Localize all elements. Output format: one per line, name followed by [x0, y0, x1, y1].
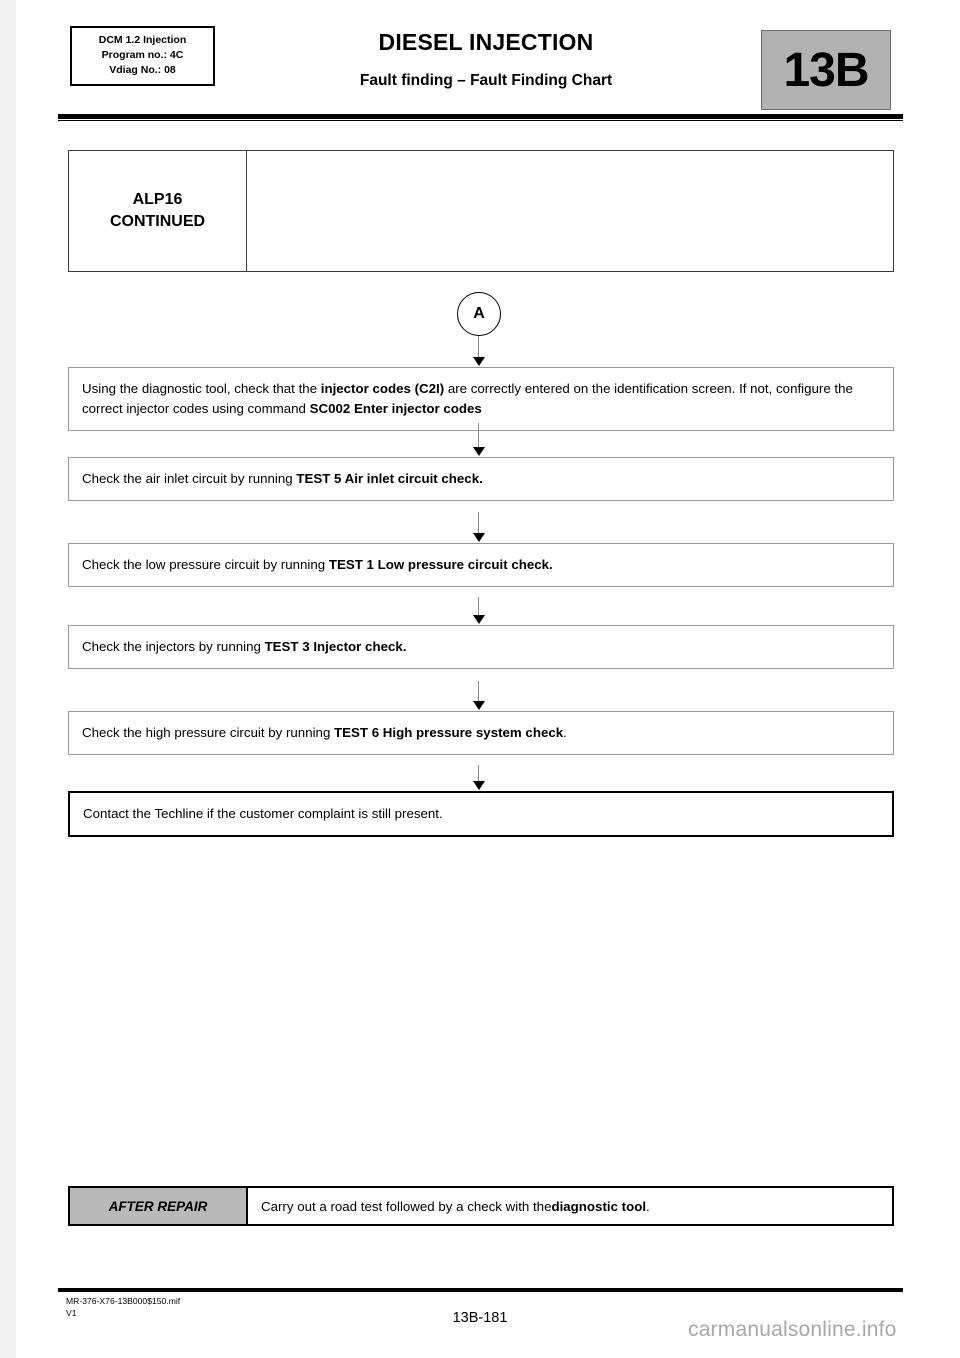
emphasised-text: TEST 5 Air inlet circuit check.: [296, 471, 483, 486]
flow-arrow-icon: [473, 781, 485, 790]
emphasised-text: SC002 Enter injector codes: [309, 401, 482, 417]
vdiag-number: Vdiag No.: 08: [109, 63, 176, 76]
flow-connector-line: [478, 336, 480, 358]
header-divider-thin: [58, 120, 903, 121]
page-subtitle: Fault finding – Fault Finding Chart: [359, 72, 613, 90]
document-reference: MR-376-X76-13B000$150.mif: [66, 1296, 181, 1306]
emphasised-text: TEST 3 Injector check.: [264, 639, 407, 654]
plain-text: Check the low pressure circuit by runnin…: [82, 557, 329, 572]
emphasised-text: diagnostic tool: [551, 1198, 647, 1214]
plain-text: Check the injectors by running: [82, 639, 265, 654]
flow-connector-line: [478, 597, 480, 616]
emphasised-text: TEST 1 Low pressure circuit check.: [328, 557, 553, 572]
plain-text: Check the air inlet circuit by running: [82, 471, 297, 486]
flow-arrow-icon: [473, 615, 485, 624]
after-repair-label: AFTER REPAIR: [70, 1188, 248, 1224]
footer-divider: [58, 1288, 903, 1292]
flow-arrow-icon: [473, 701, 485, 710]
plain-text: Check the high pressure circuit by runni…: [82, 725, 335, 740]
section-badge: 13B: [761, 30, 891, 110]
flow-connector-line: [478, 765, 480, 782]
program-number: Program no.: 4C: [101, 48, 184, 61]
plain-text: .: [563, 725, 567, 740]
header-divider: [58, 114, 903, 119]
after-repair-bar: AFTER REPAIR Carry out a road test follo…: [68, 1186, 894, 1226]
emphasised-text: injector codes (C2I): [320, 381, 445, 396]
chart-label-line2: CONTINUED: [109, 213, 206, 230]
step-contact-techline: Contact the Techline if the customer com…: [68, 791, 894, 838]
footer-metadata: MR-376-X76-13B000$150.mif V1: [66, 1295, 180, 1320]
plain-text: Using the diagnostic tool, check that th…: [82, 381, 321, 396]
connector-node-a: A: [457, 292, 501, 336]
chart-header-box: ALP16 CONTINUED: [68, 150, 894, 272]
watermark: carmanualsonline.info: [688, 1318, 897, 1341]
step-injector-codes: Using the diagnostic tool, check that th…: [68, 367, 894, 432]
flow-connector-line: [478, 681, 480, 702]
after-repair-text: Carry out a road test followed by a chec…: [248, 1188, 892, 1224]
page-header: DCM 1.2 Injection Program no.: 4C Vdiag …: [0, 0, 960, 130]
system-name: DCM 1.2 Injection: [98, 34, 187, 46]
emphasised-text: TEST 6 High pressure system check: [334, 725, 564, 740]
flow-connector-line: [478, 423, 480, 448]
flow-connector-line: [478, 512, 480, 534]
flow-arrow-icon: [473, 447, 485, 456]
document-version: V1: [66, 1308, 77, 1319]
flow-arrow-icon: [473, 357, 485, 366]
plain-text: Contact the Techline if the customer com…: [83, 806, 443, 821]
page-number: 13B-181: [452, 1310, 508, 1326]
step-high-pressure: Check the high pressure circuit by runni…: [68, 711, 894, 756]
chart-label-line1: ALP16: [132, 191, 183, 209]
system-identification-box: DCM 1.2 Injection Program no.: 4C Vdiag …: [70, 26, 215, 86]
plain-text: Carry out a road test followed by a chec…: [261, 1198, 552, 1214]
plain-text: are correctly entered on the identificat…: [82, 381, 853, 417]
step-injectors: Check the injectors by running TEST 3 In…: [68, 625, 894, 670]
step-air-inlet: Check the air inlet circuit by running T…: [68, 457, 894, 502]
step-low-pressure: Check the low pressure circuit by runnin…: [68, 543, 894, 588]
chart-header-content: [247, 151, 893, 271]
flow-arrow-icon: [473, 533, 485, 542]
title-block: DIESEL INJECTION Fault finding – Fault F…: [236, 29, 736, 90]
plain-text: .: [646, 1198, 650, 1214]
page-title: DIESEL INJECTION: [378, 29, 594, 55]
chart-label: ALP16 CONTINUED: [69, 151, 247, 271]
page-edge-shading: [0, 0, 16, 1358]
